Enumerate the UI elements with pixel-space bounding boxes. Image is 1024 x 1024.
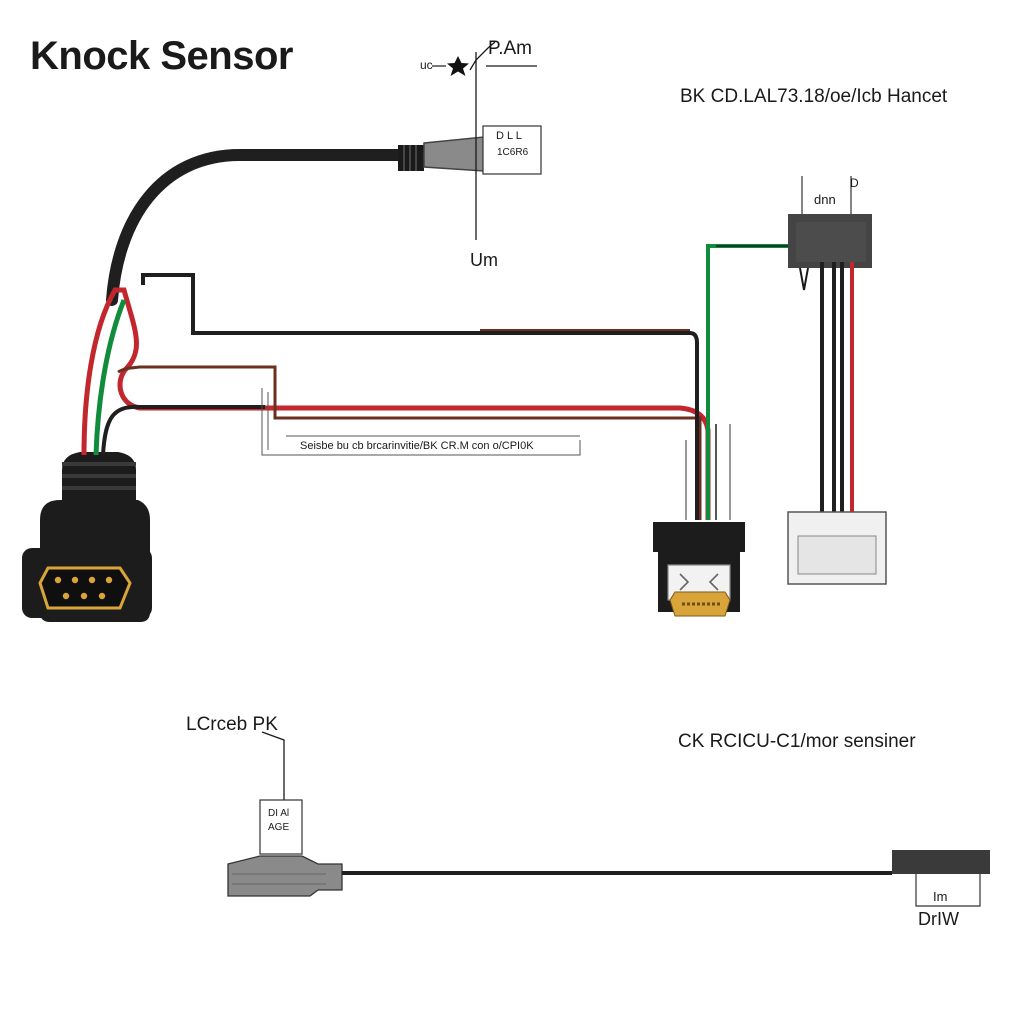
- tag-box-bottom: [259, 799, 303, 855]
- right-vertical-wires: [820, 262, 854, 512]
- left-connector: [22, 452, 152, 622]
- uc-label: uc: [420, 58, 433, 72]
- wire-brown: [117, 365, 702, 520]
- right-top-connector: [788, 176, 872, 291]
- wire-green-right: [706, 244, 788, 520]
- top-leader: [469, 41, 537, 240]
- wire-black-upper: [141, 273, 699, 520]
- sensor-note-label: Seisbe bu cb brcarinvitie/BK CR.M con o/…: [300, 440, 534, 452]
- d-label: D: [850, 176, 859, 190]
- main-cable: [106, 149, 408, 306]
- middle-connector: [653, 522, 745, 617]
- wire-green: [93, 299, 127, 456]
- bottom-leader: [261, 731, 285, 806]
- wire-black-loop: [101, 404, 265, 456]
- tag-box-top: [482, 125, 542, 175]
- bottom-sensor: [227, 855, 343, 897]
- bk-handset-label: BK CD.LAL73.18/oe/Icb Hancet: [680, 86, 948, 107]
- drlw-label: DrIW: [918, 909, 959, 929]
- p-am-label: P.Am: [488, 38, 533, 59]
- um-label: Um: [470, 250, 498, 270]
- dnn-label: dnn: [814, 192, 836, 207]
- probe-tip: [423, 136, 491, 172]
- right-bottom-housing: [787, 511, 887, 585]
- tag-bottom-line2: AGE: [268, 822, 290, 833]
- bottom-right-plug: [892, 850, 990, 907]
- tag-top-line1: D L L: [496, 130, 522, 142]
- star-icon: [447, 56, 469, 76]
- lcrceb-label: LCrceb PK: [186, 714, 278, 735]
- tag-top-line2: 1C6R6: [497, 147, 529, 158]
- tag-bottom-line1: DI Al: [268, 808, 290, 819]
- ck-sensiner-label: CK RCICU-C1/mor sensiner: [678, 731, 916, 752]
- wire-red: [81, 287, 711, 520]
- cable-crimp: [398, 145, 424, 171]
- sensor-note-box: [261, 388, 581, 456]
- im-label: Im: [933, 889, 948, 904]
- page-title: Knock Sensor: [30, 34, 293, 78]
